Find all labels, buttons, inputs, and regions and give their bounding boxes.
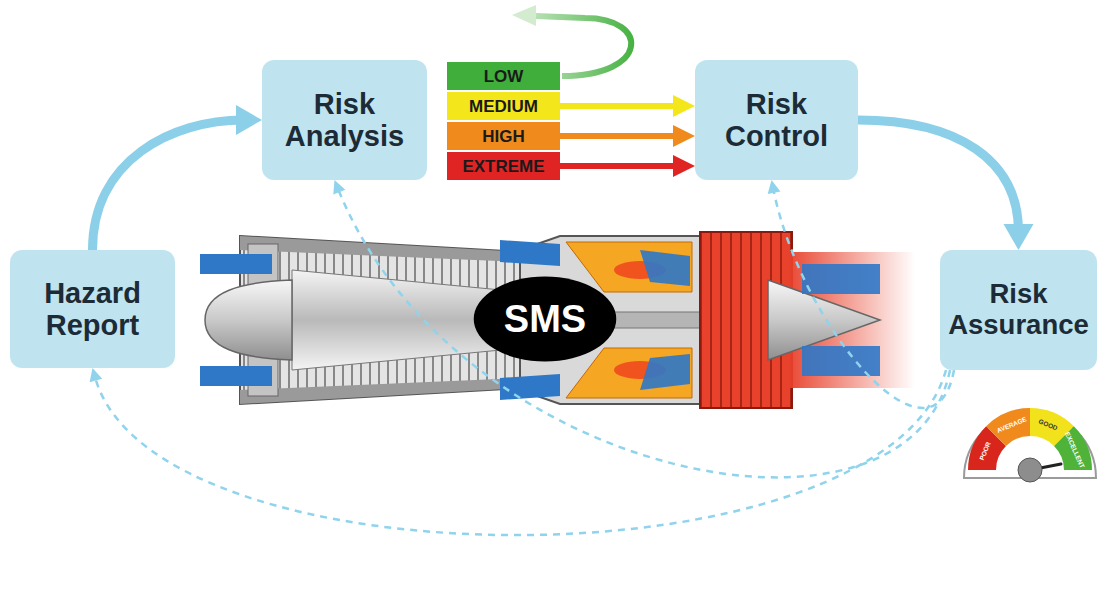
airflow-bar [500,374,560,400]
process-box: Hazard Report [10,250,175,368]
node-label: Risk Assurance [948,279,1089,341]
airflow-bar [640,250,690,286]
ellipse-fill [474,276,617,361]
node-label: MEDIUM [469,98,538,115]
process-box: Risk Control [695,60,858,180]
arrow-head [673,95,695,117]
airflow-bar [500,240,560,266]
flow-arrow [560,95,695,117]
flow-arrow [560,125,695,147]
feedback-connector [768,180,954,408]
airflow-bar [200,254,272,274]
casing-rim [240,236,522,262]
risk-level-band: EXTREME [447,152,560,180]
connector-line [560,133,681,139]
exit-arrow-head [512,5,536,26]
connector-line [858,120,1019,232]
node-label: Risk Control [703,88,850,153]
risk-level-band: HIGH [447,122,560,150]
process-box: Risk Assurance [940,250,1097,370]
node-label: Risk Analysis [270,88,419,153]
connector-line [93,120,244,250]
flow-arrow [858,120,1034,250]
gauge-hub [1018,458,1042,482]
sms-ellipse: SMS [473,276,617,362]
connector-line [773,189,954,408]
flow-arrow [560,155,695,177]
flow-arrow [93,105,263,250]
node-label: SMS [504,300,586,338]
combustor-can [566,348,692,398]
airflow-bar [640,354,690,390]
feedback-connector [333,180,950,477]
arrow-head [333,180,345,194]
risk-level-band: LOW [447,62,560,90]
connector-line [560,163,681,169]
node-label: LOW [484,68,524,85]
node-label: EXTREME [462,158,544,175]
arrow-head [90,368,103,382]
airflow-bar [802,346,880,376]
connector-line [560,103,681,109]
arrow-head [673,155,695,177]
airflow-bar [802,264,880,294]
arrow-head [673,125,695,147]
process-box: Risk Analysis [262,60,427,180]
airflow-bar [200,366,272,386]
arrow-head [236,105,262,135]
feedback-connector [90,368,946,535]
node-label: HIGH [482,128,525,145]
casing-rim [240,378,522,404]
arrow-head [1004,224,1034,250]
spinner-cone [205,280,292,360]
connector-line [95,370,946,535]
arrow-head [768,180,781,194]
risk-level-band: MEDIUM [447,92,560,120]
gauge-band [986,408,1030,446]
connector-line [338,188,950,477]
node-label: Hazard Report [18,277,167,342]
